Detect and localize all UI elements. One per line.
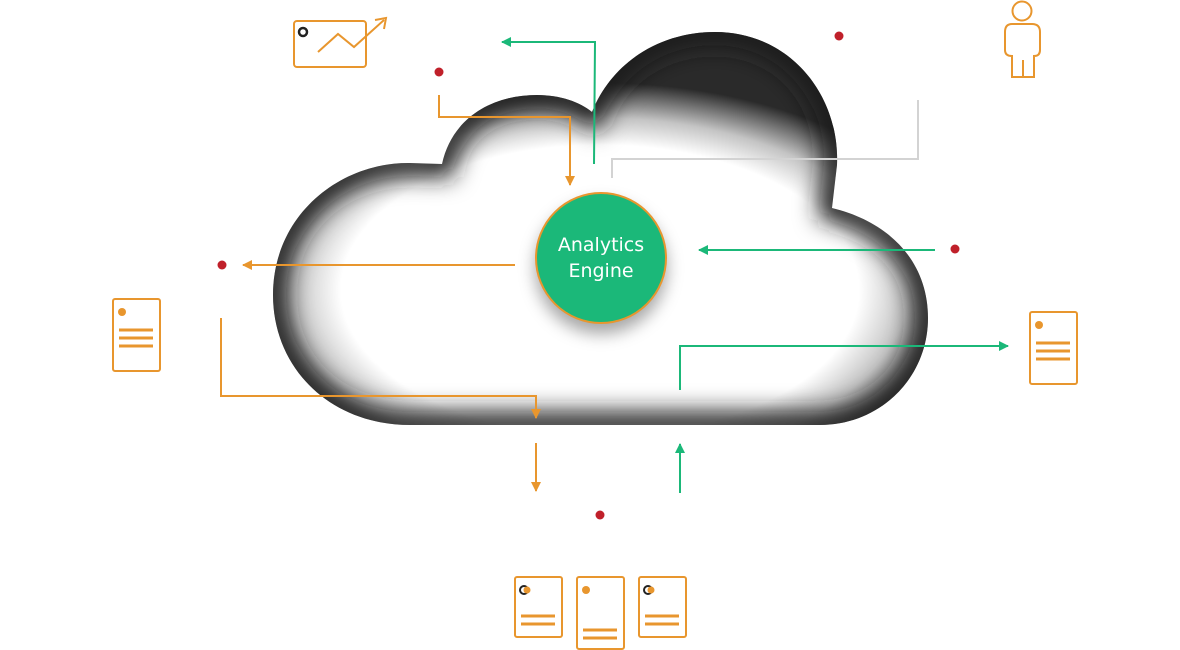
analytics-engine-node: Analytics Engine bbox=[535, 192, 667, 324]
data-point-dot bbox=[950, 244, 960, 254]
trend-chart-icon bbox=[293, 16, 388, 68]
document-icon bbox=[1029, 311, 1078, 385]
data-point-dot bbox=[834, 31, 844, 41]
document-icon bbox=[576, 576, 625, 650]
flow-left-into-cloud bbox=[220, 318, 541, 419]
engine-label-line1: Analytics bbox=[557, 234, 645, 256]
document-icon bbox=[514, 576, 563, 638]
engine-label-line2: Engine bbox=[568, 260, 634, 282]
data-point-dot bbox=[595, 510, 605, 520]
data-point-dot bbox=[217, 260, 227, 270]
flow-cloud-to-right-document bbox=[679, 341, 1009, 390]
flow-trend-to-engine bbox=[438, 95, 575, 186]
document-icon bbox=[638, 576, 687, 638]
document-icon bbox=[112, 298, 161, 372]
user-icon bbox=[1004, 0, 1041, 78]
data-point-dot bbox=[434, 67, 444, 77]
user-connector-line bbox=[611, 100, 919, 178]
flow-engine-to-top bbox=[501, 37, 597, 165]
